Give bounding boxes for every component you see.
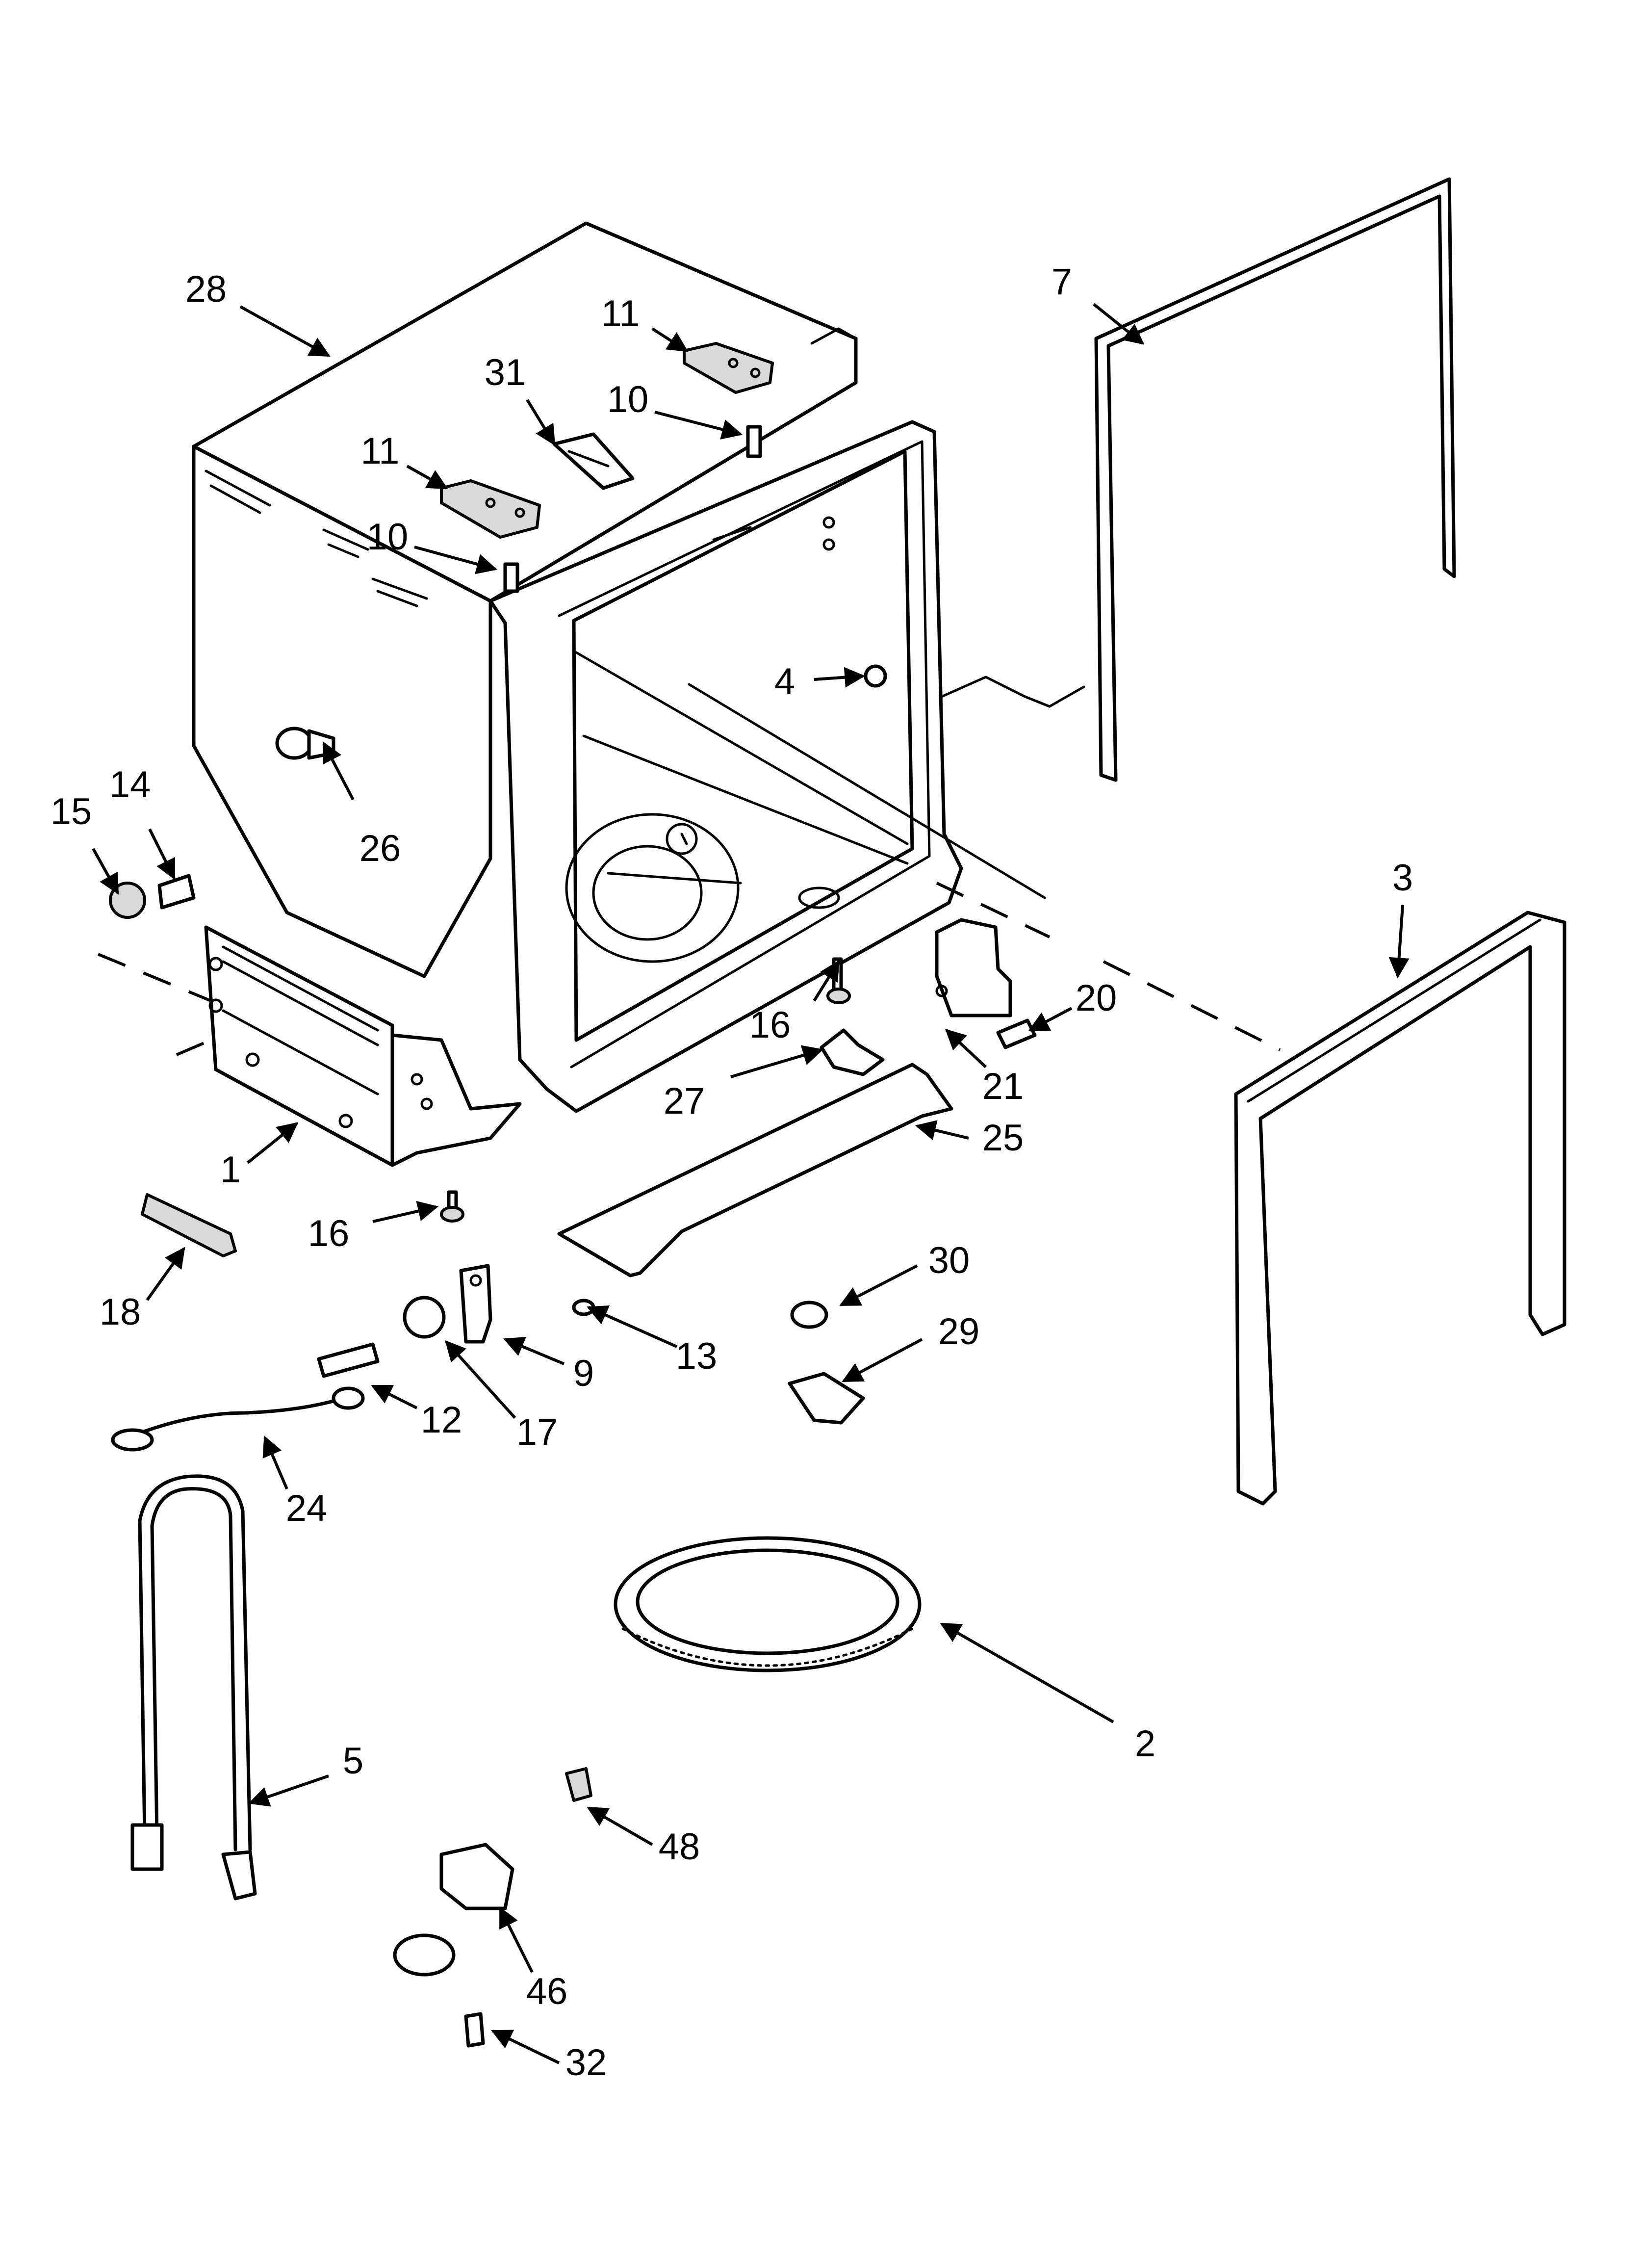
callout-label-c16b: 16 [308, 1213, 350, 1254]
callout-label-c10b: 10 [367, 516, 409, 558]
screw-part-10b [503, 562, 519, 593]
plug-part-4 [864, 664, 887, 688]
tub-gasket-part-3 [1234, 911, 1566, 1506]
leader-arrow-c28 [239, 305, 331, 357]
callout-label-c4: 4 [774, 661, 795, 703]
leader-arrow-c15 [92, 848, 119, 895]
callout-label-c5: 5 [343, 1740, 363, 1782]
leader-arrow-c1 [247, 1122, 299, 1164]
callout-label-c14: 14 [109, 764, 151, 806]
door-gasket-part-7 [1094, 177, 1456, 782]
callout-label-c10a: 10 [607, 379, 649, 420]
leader-arrow-c26 [322, 741, 355, 801]
leader-arrow-c4 [814, 667, 866, 688]
leader-arrow-c11a [651, 327, 689, 352]
sensor-part-30 [790, 1301, 828, 1329]
drain-hose-part-5 [130, 1474, 257, 1901]
leader-arrow-c17 [445, 1340, 516, 1419]
leader-arrow-c20 [1028, 1007, 1073, 1032]
callout-label-c13: 13 [676, 1335, 718, 1377]
washer-part-17 [403, 1296, 446, 1339]
callout-label-c11a: 11 [601, 293, 640, 335]
clamp-part-46 [393, 1843, 514, 1977]
callout-label-c17: 17 [516, 1411, 558, 1453]
leader-arrow-c31 [526, 399, 556, 446]
callout-label-c20: 20 [1076, 977, 1117, 1019]
callout-label-c7: 7 [1052, 261, 1072, 303]
leader-arrow-c32 [491, 2030, 560, 2064]
leader-arrow-c13 [587, 1305, 678, 1348]
callout-label-c16a: 16 [749, 1004, 791, 1046]
leader-arrow-c25 [915, 1120, 969, 1141]
callout-label-c28: 28 [185, 268, 227, 310]
callout-label-c2: 2 [1135, 1723, 1155, 1765]
hinge-part-11a [683, 342, 774, 394]
callout-label-c30: 30 [928, 1240, 970, 1281]
sump-gasket-part-2 [614, 1536, 922, 1672]
callout-label-c12: 12 [421, 1399, 462, 1441]
leader-arrow-c48 [587, 1806, 653, 1846]
bracket-part-21 [935, 918, 1012, 1017]
leader-arrow-c10b [414, 546, 498, 574]
dishwasher-tub [192, 221, 1046, 1113]
screw-part-10a [746, 425, 762, 458]
callout-label-c11b: 11 [361, 430, 400, 472]
screw-part-32 [464, 2012, 485, 2048]
ground-wire-part-24 [111, 1386, 365, 1452]
leader-arrow-c9 [503, 1337, 565, 1365]
callout-label-c26: 26 [359, 828, 401, 869]
leader-arrow-c29 [842, 1338, 923, 1382]
leader-arrow-c14 [148, 828, 176, 880]
leveler-part-16b [440, 1190, 464, 1223]
nut-part-15 [109, 882, 146, 919]
leader-arrow-c30 [839, 1264, 918, 1306]
callout-label-c1: 1 [220, 1149, 241, 1191]
screw-part-12 [317, 1342, 380, 1378]
leader-arrow-c2 [940, 1622, 1114, 1723]
callout-label-c46: 46 [526, 1971, 568, 2012]
callout-label-c21: 21 [982, 1066, 1024, 1107]
leader-arrow-c5 [248, 1774, 329, 1807]
callout-label-c31: 31 [485, 352, 526, 393]
clip-part-27 [820, 1028, 885, 1076]
leader-arrow-c7 [1093, 303, 1145, 345]
leader-arrow-c21 [945, 1029, 987, 1069]
callout-label-c9: 9 [573, 1353, 594, 1394]
callout-label-c18: 18 [100, 1291, 141, 1333]
callout-label-c24: 24 [286, 1487, 328, 1529]
leader-arrow-c18 [146, 1247, 185, 1301]
leader-arrow-c46 [499, 1906, 534, 1973]
callout-label-c32: 32 [565, 2042, 607, 2084]
leader-arrow-c3 [1388, 905, 1410, 979]
leader-arrow-c11b [406, 465, 448, 490]
leader-arrow-c12 [371, 1384, 418, 1409]
button-part-26 [275, 727, 335, 760]
callout-label-c29: 29 [938, 1311, 980, 1353]
bracket-part-29 [788, 1372, 865, 1425]
leader-arrow-c27 [730, 1045, 824, 1078]
bolt-part-14 [157, 874, 196, 910]
spring-part-48 [565, 1767, 592, 1802]
panel-part-25 [557, 1063, 953, 1277]
side-bracket [204, 925, 522, 1167]
callout-label-c48: 48 [659, 1826, 700, 1868]
leader-arrow-c16b [372, 1201, 439, 1223]
leader-arrow-c24 [262, 1435, 288, 1490]
bracket-part-9 [459, 1264, 492, 1344]
callout-label-c25: 25 [982, 1117, 1024, 1159]
spring-part-18 [141, 1193, 237, 1257]
clip-part-31 [552, 432, 635, 490]
leader-arrow-c16a [813, 960, 840, 1002]
hinge-part-11b [440, 479, 541, 539]
callout-label-c27: 27 [664, 1080, 705, 1122]
callout-label-c3: 3 [1392, 857, 1413, 899]
callout-label-c15: 15 [51, 791, 92, 833]
screw-part-20 [996, 1018, 1037, 1049]
leader-arrow-c10a [654, 411, 743, 440]
